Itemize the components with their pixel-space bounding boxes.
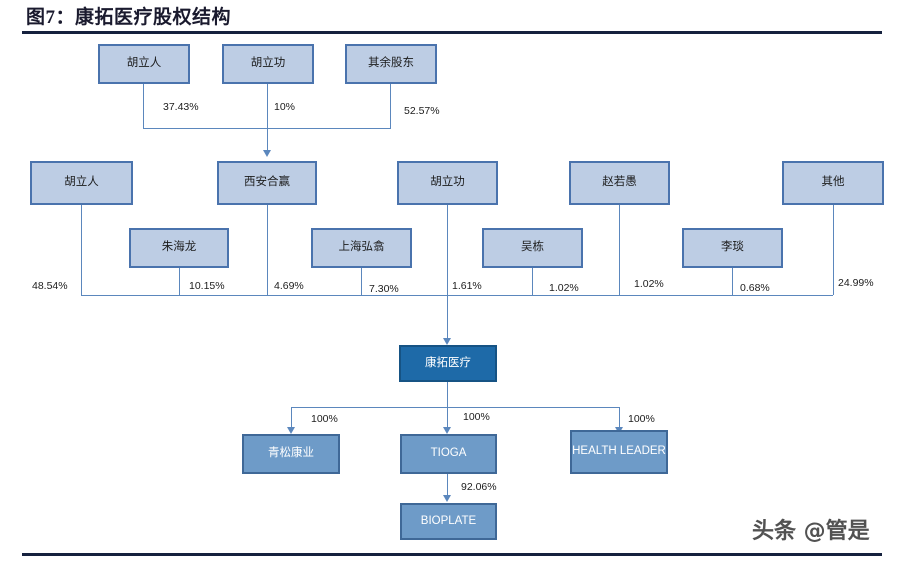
connector-to-qingsong: [291, 407, 292, 429]
connector-other-to-bus1: [390, 84, 391, 128]
node-tier3-shanghai-hongxi[interactable]: 上海弘翕: [311, 228, 412, 268]
arrow-into-tioga: [443, 427, 451, 434]
node-label: 李琰: [721, 241, 744, 254]
pct-qingsong: 100%: [311, 413, 338, 425]
arrow-into-xian-heying: [263, 150, 271, 157]
node-label: 胡立功: [430, 176, 465, 189]
pct-hu-ligong: 1.61%: [452, 280, 482, 292]
bus-subsidiaries: [291, 407, 619, 408]
node-tier2-qita[interactable]: 其他: [782, 161, 884, 205]
node-health-leader[interactable]: HEALTH LEADER: [570, 430, 668, 474]
node-tier2-hu-liren[interactable]: 胡立人: [30, 161, 133, 205]
node-tier2-xian-heying[interactable]: 西安合赢: [217, 161, 317, 205]
node-tier1-hu-liren[interactable]: 胡立人: [98, 44, 190, 84]
connector-bus2-to-kangtuo: [447, 295, 448, 340]
node-label: 青松康业: [268, 447, 314, 460]
connector-xian-heying-to-bus2: [267, 205, 268, 295]
connector-wu-dong-to-bus2: [532, 268, 533, 295]
node-label: BIOPLATE: [420, 514, 477, 527]
connector-bus1-to-xian-heying: [267, 128, 268, 152]
arrow-into-bioplate: [443, 495, 451, 502]
node-label: 赵若愚: [602, 176, 637, 189]
pct-health-leader: 100%: [628, 413, 655, 425]
connector-to-health-leader: [619, 407, 620, 429]
page-title: 图7：康拓医疗股权结构: [26, 7, 232, 28]
node-bioplate[interactable]: BIOPLATE: [400, 503, 497, 540]
pct-wu-dong: 1.02%: [549, 282, 579, 294]
node-tier2-hu-ligong[interactable]: 胡立功: [397, 161, 498, 205]
node-label: 其余股东: [368, 57, 414, 70]
node-tier1-other-shareholders[interactable]: 其余股东: [345, 44, 437, 84]
node-qingsong-kangye[interactable]: 青松康业: [242, 434, 340, 474]
pct-zhu-hailong: 10.15%: [189, 280, 225, 292]
connector-shanghai-hongxi-to-bus2: [361, 268, 362, 295]
bus-tier2: [81, 295, 833, 296]
connector-kangtuo-down: [447, 382, 448, 407]
node-label: 胡立人: [126, 57, 162, 70]
node-tier3-li-yan[interactable]: 李琰: [682, 228, 783, 268]
pct-hu-liren-to-xian-heying: 37.43%: [163, 101, 199, 113]
node-label: 吴栋: [521, 241, 544, 254]
connector-hu-ligong-to-bus2: [447, 205, 448, 295]
connector-zhu-hailong-to-bus2: [179, 268, 180, 295]
node-label: 其他: [821, 176, 845, 189]
connector-hu-ligong-to-bus1: [267, 84, 268, 128]
pct-zhao-ruoyu: 1.02%: [634, 278, 664, 290]
node-tier3-zhu-hailong[interactable]: 朱海龙: [129, 228, 229, 268]
node-label: 西安合赢: [244, 176, 290, 189]
node-label: TIOGA: [430, 447, 467, 460]
node-label: 胡立人: [64, 176, 99, 189]
connector-li-yan-to-bus2: [732, 268, 733, 295]
node-kangtuo-medical[interactable]: 康拓医疗: [399, 345, 497, 382]
pct-hu-liren: 48.54%: [32, 280, 68, 292]
connector-tioga-to-bioplate: [447, 474, 448, 497]
connector-zhao-ruoyu-to-bus2: [619, 205, 620, 295]
title-divider: [22, 31, 882, 34]
pct-bioplate: 92.06%: [461, 481, 497, 493]
node-label: HEALTH LEADER: [572, 445, 666, 458]
pct-xian-heying: 4.69%: [274, 280, 304, 292]
pct-shanghai-hongxi: 7.30%: [369, 283, 399, 295]
pct-tioga: 100%: [463, 411, 490, 423]
connector-to-tioga: [447, 407, 448, 429]
pct-qita: 24.99%: [838, 277, 874, 289]
node-label: 上海弘翕: [338, 241, 385, 254]
watermark: 头条 @管是: [752, 519, 870, 544]
node-label: 康拓医疗: [425, 356, 471, 369]
connector-hu-liren-to-bus1: [143, 84, 144, 128]
pct-other-to-xian-heying: 52.57%: [404, 105, 440, 117]
node-label: 朱海龙: [161, 241, 197, 254]
node-tioga[interactable]: TIOGA: [400, 434, 497, 474]
pct-li-yan: 0.68%: [740, 282, 770, 294]
connector-hu-liren-to-bus2: [81, 205, 82, 295]
connector-qita-to-bus2: [833, 205, 834, 295]
arrow-into-qingsong: [287, 427, 295, 434]
node-label: 胡立功: [250, 57, 286, 70]
pct-hu-ligong-to-xian-heying: 10%: [274, 101, 296, 113]
node-tier3-wu-dong[interactable]: 吴栋: [482, 228, 583, 268]
node-tier2-zhao-ruoyu[interactable]: 赵若愚: [569, 161, 670, 205]
footer-divider: [22, 553, 882, 556]
arrow-into-kangtuo: [443, 338, 451, 345]
node-tier1-hu-ligong[interactable]: 胡立功: [222, 44, 314, 84]
